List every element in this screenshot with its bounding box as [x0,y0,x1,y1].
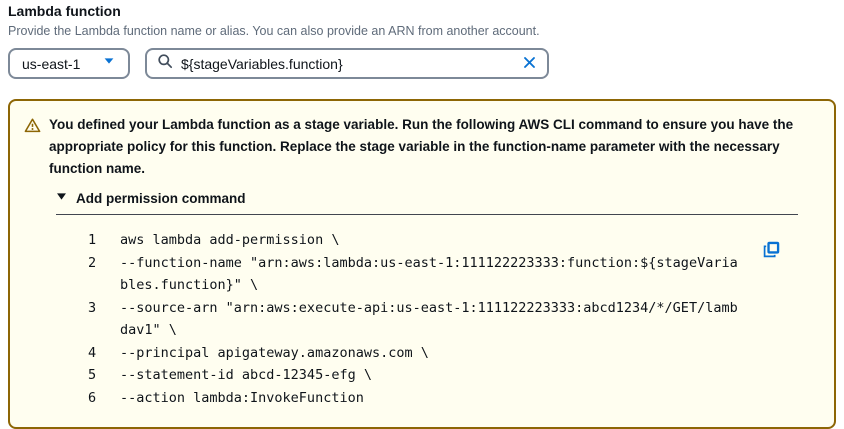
cli-command-code-block: 1 aws lambda add-permission \ 2 --function… [88,229,818,409]
code-line-number: 4 [88,344,97,361]
code-line-text: --source-arn "arn:aws:execute-api:us-eas… [120,299,738,316]
code-line: 1 aws lambda add-permission \ [88,229,818,252]
clear-search-button[interactable] [522,55,537,73]
code-line-number: 2 [88,254,97,271]
code-line-text: --function-name "arn:aws:lambda:us-east-… [120,254,738,271]
code-line-text: --statement-id abcd-12345-efg \ [120,367,372,383]
code-line: 5 --statement-id abcd-12345-efg \ [88,364,818,387]
warning-alert: You defined your Lambda function as a st… [8,99,836,429]
region-select[interactable]: us-east-1 [8,48,130,79]
warning-message: You defined your Lambda function as a st… [49,117,794,176]
copy-icon [763,241,780,261]
close-icon [522,55,537,73]
code-line: dav1" \ [88,319,818,342]
caret-down-filled-icon [56,189,67,207]
function-controls-row: us-east-1 [8,48,836,79]
code-line: 4 --principal apigateway.amazonaws.com \ [88,342,818,365]
code-line-text: bles.function}" \ [120,277,259,293]
region-select-value: us-east-1 [22,55,81,72]
code-line-number: 6 [88,389,97,406]
warning-triangle-icon [24,117,41,180]
code-line-text: --principal apigateway.amazonaws.com \ [120,344,429,361]
code-line-text: dav1" \ [120,322,177,338]
code-line-text: aws lambda add-permission \ [120,232,340,248]
code-line-number: 3 [88,299,97,316]
search-icon [157,53,173,74]
add-permission-command-expander[interactable]: Add permission command [56,189,818,207]
code-line-number: 1 [88,232,97,248]
expander-divider [56,214,798,215]
caret-down-icon [102,54,116,73]
page-title: Lambda function [8,3,121,19]
code-line-number [88,319,104,342]
expander-label: Add permission command [76,190,246,206]
code-line: 2 --function-name "arn:aws:lambda:us-east… [88,252,818,275]
code-line-number: 5 [88,367,97,383]
code-line: bles.function}" \ [88,274,818,297]
function-search-field[interactable] [145,48,549,79]
code-line: 6 --action lambda:InvokeFunction [88,387,818,410]
page-description: Provide the Lambda function name or alia… [8,24,540,38]
code-line-text: --action lambda:InvokeFunction [120,389,364,406]
function-search-input[interactable] [181,55,514,72]
code-line-number [88,274,104,297]
code-line: 3 --source-arn "arn:aws:execute-api:us-ea… [88,297,818,320]
copy-command-button[interactable] [763,241,780,261]
